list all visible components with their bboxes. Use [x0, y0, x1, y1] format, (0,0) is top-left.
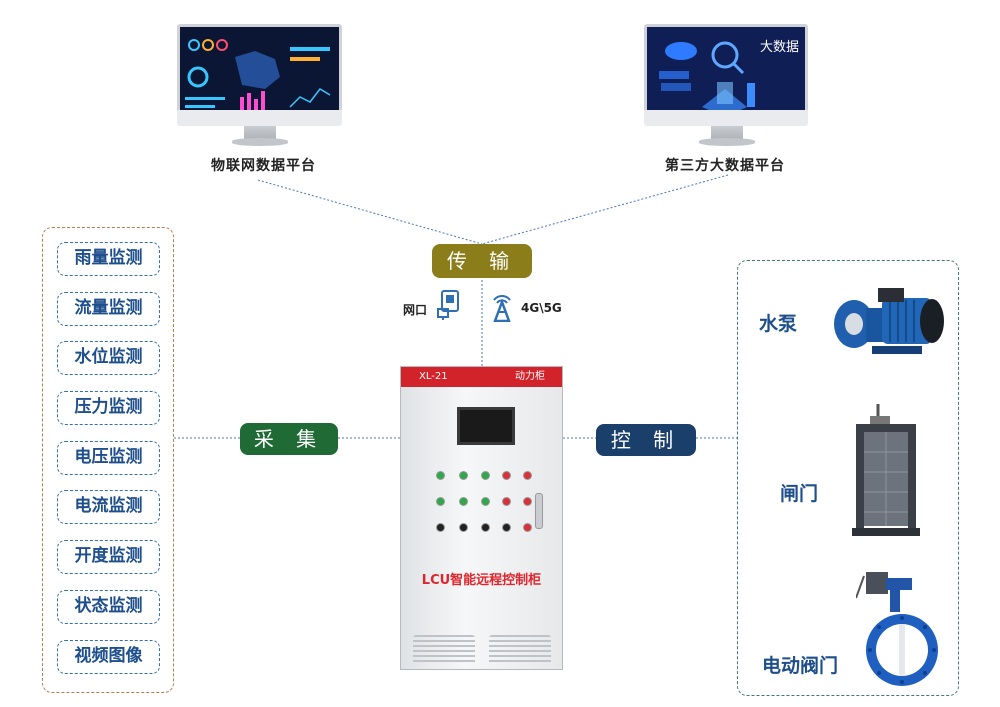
iot-monitor-base [232, 138, 288, 146]
push-button [481, 497, 490, 506]
selector-switch [436, 523, 445, 532]
transmission-label: 传 输 [432, 244, 532, 278]
electric-valve-icon [856, 572, 938, 686]
cellular-label: 4G\5G [521, 301, 562, 315]
list-item: 电压监测 [57, 441, 160, 475]
lcu-control-cabinet: XL-21 动力柜 LCU智能远程控制柜 [400, 366, 563, 670]
list-item: 视频图像 [57, 640, 160, 674]
cabinet-model: XL-21 [419, 371, 448, 382]
cabinet-header: XL-21 动力柜 [401, 367, 562, 387]
push-button [502, 497, 511, 506]
control-label: 控 制 [596, 424, 696, 456]
cellular-tower-icon [493, 295, 511, 322]
water-pump-icon [834, 288, 944, 354]
cabinet-vent-left [413, 635, 475, 665]
list-item: 水位监测 [57, 341, 160, 375]
cabinet-name: LCU智能远程控制柜 [421, 573, 542, 588]
cabinet-handle [535, 493, 543, 529]
selector-switch [481, 523, 490, 532]
sluice-gate-icon [852, 404, 920, 536]
list-item: 雨量监测 [57, 242, 160, 276]
bigdata-monitor-base [699, 138, 755, 146]
bigdata-platform-label: 第三方大数据平台 [665, 158, 785, 174]
controlled-devices-box [737, 260, 959, 696]
selector-switch [459, 523, 468, 532]
indicator-light [481, 471, 490, 480]
list-item: 流量监测 [57, 292, 160, 326]
collect-label: 采 集 [240, 423, 338, 455]
indicator-light [459, 471, 468, 480]
valve-label: 电动阀门 [762, 655, 839, 677]
iot-monitor-neck [244, 126, 276, 140]
bigdata-screen-text: 大数据 [760, 40, 800, 55]
list-item: 状态监测 [57, 590, 160, 624]
gate-label: 闸门 [780, 483, 819, 505]
dashboard-graphic [180, 27, 339, 119]
push-button [523, 523, 532, 532]
iot-dashboard-screen [177, 24, 342, 122]
push-button [459, 497, 468, 506]
pump-label: 水泵 [759, 313, 798, 335]
network-port-label: 网口 [403, 303, 428, 317]
indicator-light [523, 471, 532, 480]
cabinet-vent-right [489, 635, 551, 665]
network-port-icon [437, 290, 459, 320]
list-item: 开度监测 [57, 540, 160, 574]
iot-platform-label: 物联网数据平台 [211, 158, 316, 174]
list-item: 压力监测 [57, 391, 160, 425]
bigdata-monitor-chin [644, 110, 808, 126]
iot-monitor-chin [177, 110, 342, 126]
indicator-light [502, 471, 511, 480]
line-bigdata-to-transmission [481, 174, 729, 245]
cabinet-display [457, 407, 515, 445]
monitoring-list-box [42, 227, 174, 693]
bigdata-screen [644, 24, 808, 122]
indicator-light [436, 471, 445, 480]
selector-switch [502, 523, 511, 532]
cabinet-type: 动力柜 [515, 371, 545, 382]
bigdata-graphic [647, 27, 805, 119]
line-iot-to-transmission [257, 179, 483, 245]
push-button [436, 497, 445, 506]
list-item: 电流监测 [57, 490, 160, 524]
bigdata-monitor-neck [711, 126, 743, 140]
push-button [523, 497, 532, 506]
